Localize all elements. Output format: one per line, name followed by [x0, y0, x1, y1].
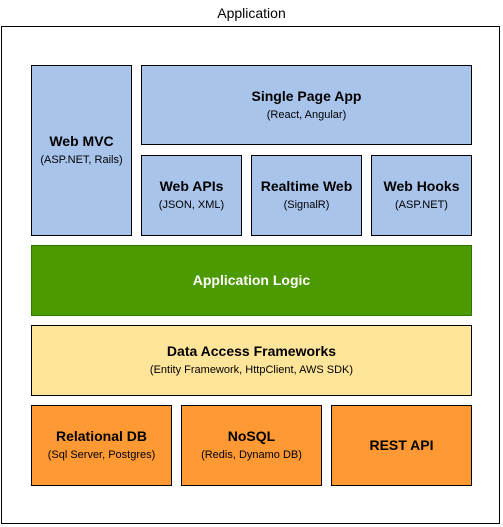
relational-db-label: Relational DB [55, 428, 147, 444]
relational-db-tech: (Sql Server, Postgres) [47, 449, 156, 461]
relational-db-box: Relational DB (Sql Server, Postgres) [31, 405, 172, 486]
realtime-web-box: Realtime Web (SignalR) [251, 155, 362, 236]
realtime-web-tech: (SignalR) [283, 199, 330, 211]
single-page-app-box: Single Page App (React, Angular) [141, 65, 472, 145]
rest-api-label: REST API [369, 437, 434, 453]
web-apis-label: Web APIs [159, 178, 224, 194]
nosql-box: NoSQL (Redis, Dynamo DB) [181, 405, 322, 486]
data-access-frameworks-label: Data Access Frameworks [166, 343, 337, 359]
single-page-app-label: Single Page App [251, 87, 362, 104]
web-hooks-tech: (ASP.NET) [395, 199, 448, 211]
single-page-app-tech: (React, Angular) [266, 108, 347, 121]
data-access-frameworks-box: Data Access Frameworks (Entity Framework… [31, 325, 472, 396]
diagram-title: Application [217, 5, 286, 21]
web-hooks-label: Web Hooks [383, 178, 460, 194]
web-mvc-label: Web MVC [49, 133, 114, 149]
web-apis-tech: (JSON, XML) [158, 199, 225, 211]
realtime-web-label: Realtime Web [260, 178, 353, 194]
nosql-tech: (Redis, Dynamo DB) [201, 449, 302, 461]
web-apis-box: Web APIs (JSON, XML) [141, 155, 242, 236]
web-mvc-tech: (ASP.NET, Rails) [40, 154, 123, 166]
data-access-frameworks-tech: (Entity Framework, HttpClient, AWS SDK) [149, 364, 354, 376]
rest-api-box: REST API [331, 405, 472, 486]
nosql-label: NoSQL [227, 428, 276, 444]
application-logic-box: Application Logic [31, 245, 472, 316]
web-hooks-box: Web Hooks (ASP.NET) [371, 155, 472, 236]
web-mvc-box: Web MVC (ASP.NET, Rails) [31, 65, 132, 236]
application-logic-label: Application Logic [192, 272, 311, 288]
